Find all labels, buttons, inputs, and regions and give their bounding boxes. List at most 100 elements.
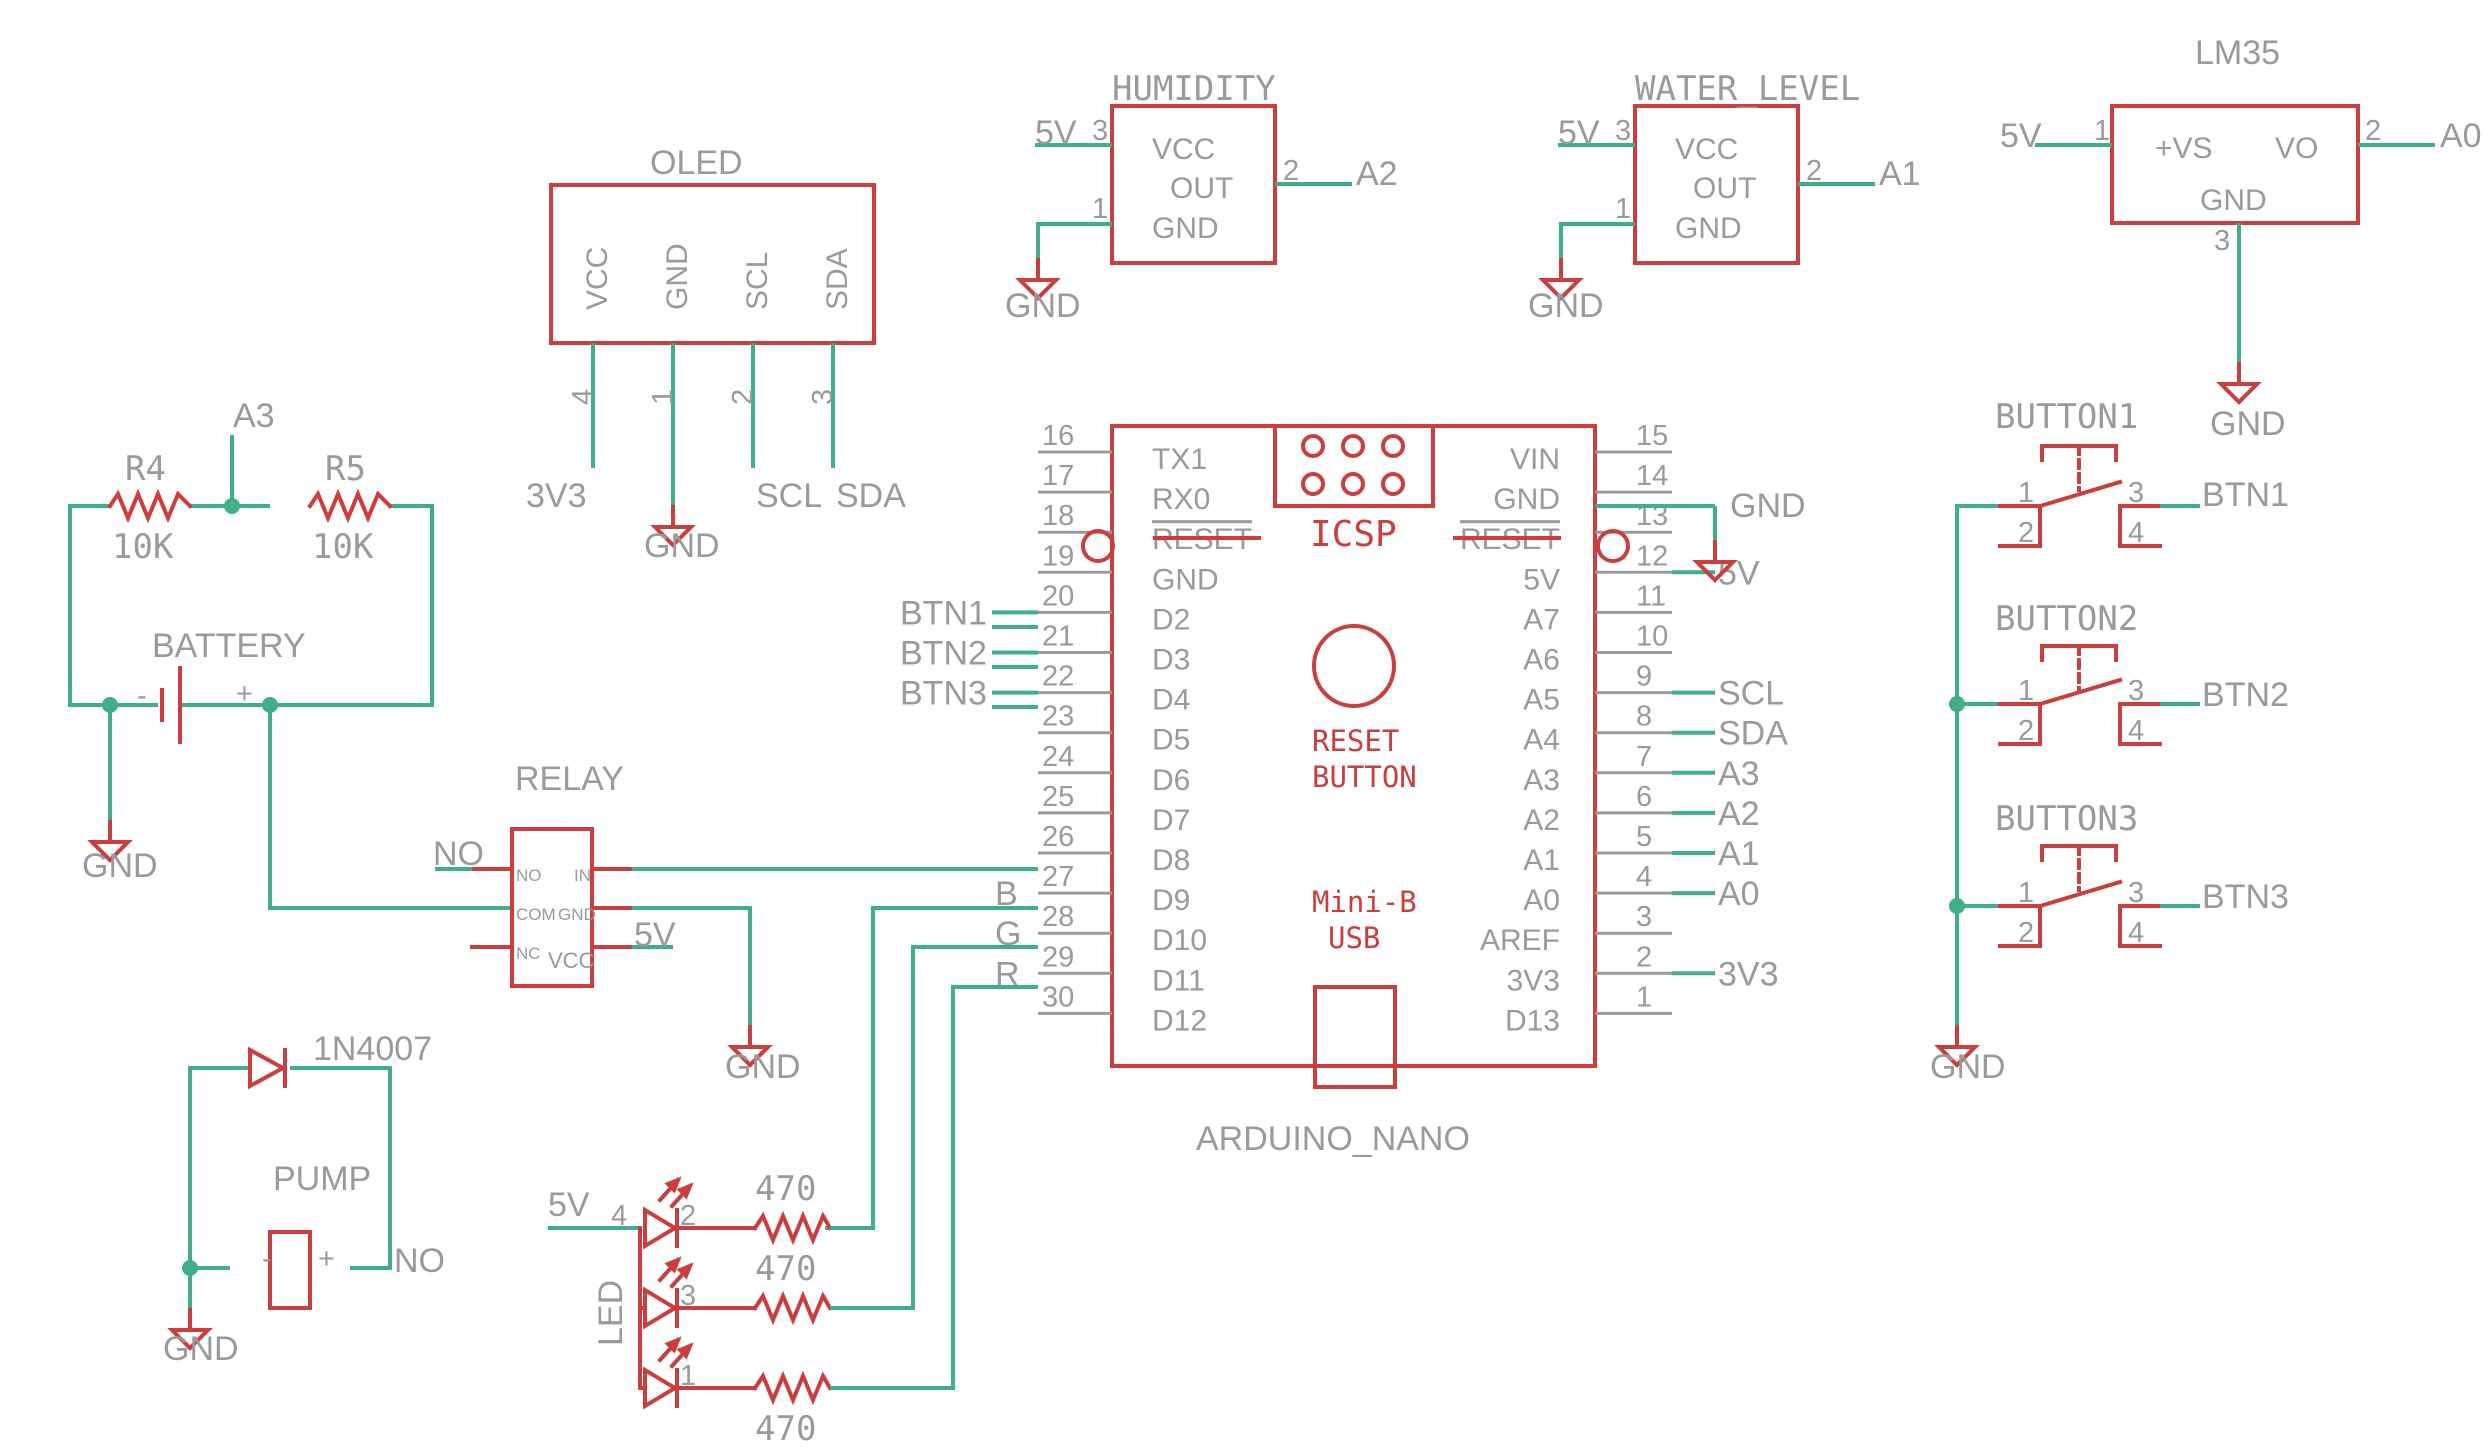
humidity-net-out: A2 <box>1356 155 1398 193</box>
nano-pin-label: D4 <box>1152 684 1190 717</box>
nano-pin-num: 3 <box>1636 901 1652 933</box>
water-pin-gnd: 1 <box>1615 193 1631 225</box>
lm35-sensor: LM35 +VS VO GND 1 2 3 5V A0 GND <box>2000 34 2482 443</box>
humidity-gnd-label: GND <box>1152 212 1219 245</box>
nano-pin-num: 21 <box>1042 621 1074 653</box>
nano-pin-num: 16 <box>1042 420 1074 452</box>
nano-pin-num: 30 <box>1042 981 1074 1013</box>
nano-pin-num: 6 <box>1636 781 1652 813</box>
lm35-net-vs: 5V <box>2000 117 2042 155</box>
r5-label: R5 <box>325 449 366 489</box>
nano-pin-num: 12 <box>1636 540 1668 572</box>
lm35-net-vo: A0 <box>2440 117 2482 155</box>
lm35-net-gnd: GND <box>2210 405 2286 443</box>
nano-pin-label: D7 <box>1152 804 1190 837</box>
oled-sda-label: SDA <box>821 248 854 310</box>
water-title: WATER_LEVEL <box>1635 69 1860 109</box>
lm35-gnd-label: GND <box>2200 184 2267 217</box>
nano-net-left: BTN3 <box>900 675 987 713</box>
button2-net: BTN2 <box>2202 676 2289 714</box>
reset-button-circle <box>1312 624 1396 708</box>
nano-pin-num: 1 <box>1636 981 1652 1013</box>
reset-label-1: RESET <box>1312 724 1399 758</box>
led-pin-2: 2 <box>680 1200 696 1232</box>
relay-nc-label: NC <box>516 944 541 963</box>
nano-pin-label: VIN <box>1510 443 1560 476</box>
pump-net-gnd: GND <box>163 1330 239 1368</box>
lm35-title: LM35 <box>2195 34 2280 72</box>
nano-pin-label: A6 <box>1523 644 1560 677</box>
nano-pin-label: A2 <box>1523 804 1560 837</box>
lm35-vs-label: +VS <box>2155 132 2213 165</box>
nano-pin-num: 7 <box>1636 741 1652 773</box>
led-res-value-2: 470 <box>755 1249 816 1289</box>
button1-pin4: 4 <box>2128 517 2144 549</box>
nano-pin-num: 24 <box>1042 741 1074 773</box>
button1: BUTTON1 1 2 3 4 BTN1 <box>1995 397 2289 549</box>
oled-vcc-label: VCC <box>581 247 614 310</box>
nano-pin-num: 19 <box>1042 540 1074 572</box>
humidity-sensor: HUMIDITY VCC OUT GND 3 2 1 5V A2 GND <box>1005 69 1398 325</box>
pump-title: PUMP <box>273 1160 371 1198</box>
r4-label: R4 <box>125 449 166 489</box>
relay-vcc-label: VCC <box>548 948 595 973</box>
led-resistor-2 <box>752 1290 833 1326</box>
battery-minus: - <box>137 680 147 712</box>
led-resistor-3 <box>752 1370 833 1406</box>
led-res-value-3: 470 <box>755 1409 816 1448</box>
battery-plus: + <box>236 678 253 710</box>
r4-value: 10K <box>112 527 174 567</box>
nano-pin-num: 5 <box>1636 821 1652 853</box>
humidity-out-label: OUT <box>1170 172 1233 205</box>
button1-pin3: 3 <box>2128 477 2144 509</box>
nano-title: ARDUINO_NANO <box>1196 1120 1470 1158</box>
relay-in-label: IN <box>574 866 591 885</box>
button2: BUTTON2 1 2 3 4 BTN2 <box>1995 599 2289 747</box>
water-pin-vcc: 3 <box>1615 115 1631 147</box>
icsp-header <box>1273 424 1435 508</box>
humidity-net-vcc: 5V <box>1035 114 1077 152</box>
nano-pin-label: A0 <box>1523 884 1560 917</box>
water-net-gnd: GND <box>1528 287 1604 325</box>
button3-pin1: 1 <box>2018 877 2034 909</box>
relay: RELAY NO COM NC IN GND VCC NO 5V GND <box>433 760 1038 1086</box>
relay-net-no: NO <box>433 835 484 873</box>
water-gnd-label: GND <box>1675 212 1742 245</box>
button2-pin1: 1 <box>2018 675 2034 707</box>
nano-pin-label: D5 <box>1152 724 1190 757</box>
oled-pin-4: 4 <box>567 389 599 405</box>
diode-label: 1N4007 <box>313 1030 432 1068</box>
nano-pin-num: 26 <box>1042 821 1074 853</box>
nano-pin-num: 11 <box>1636 580 1666 612</box>
nano-pin-label: GND <box>1493 483 1560 516</box>
led-pin-1: 1 <box>680 1360 696 1392</box>
button2-title: BUTTON2 <box>1995 599 2138 639</box>
nano-pin-num: 2 <box>1636 941 1652 973</box>
button3-net: BTN3 <box>2202 878 2289 916</box>
nano-net-gnd: GND <box>1730 487 1806 525</box>
nano-pin-num: 18 <box>1042 500 1074 532</box>
nano-pin-label: A3 <box>1523 764 1560 797</box>
nano-net-left: BTN2 <box>900 635 987 673</box>
led-blue-diode <box>643 1256 757 1330</box>
reset-label-2: BUTTON <box>1312 760 1417 794</box>
nano-pin-label: D12 <box>1152 1004 1207 1037</box>
led-pin-4: 4 <box>611 1200 627 1232</box>
nano-pin-label: 5V <box>1523 563 1560 596</box>
led-red-diode <box>643 1336 757 1410</box>
usb-label-2: USB <box>1328 921 1380 955</box>
nano-pin-num: 10 <box>1636 621 1668 653</box>
nano-pin-label: D13 <box>1505 1004 1560 1037</box>
nano-left-pins: 16TX117RX018RESET19GND20D2BTN121D3BTN222… <box>900 420 1252 1037</box>
nano-net-left: BTN1 <box>900 594 987 632</box>
led-res-value-1: 470 <box>755 1169 816 1209</box>
button1-net: BTN1 <box>2202 476 2289 514</box>
humidity-net-gnd: GND <box>1005 287 1081 325</box>
humidity-pin-gnd: 1 <box>1092 193 1108 225</box>
lm35-vo-label: VO <box>2275 132 2318 165</box>
water-vcc-label: VCC <box>1675 133 1738 166</box>
nano-pin-label: 3V3 <box>1507 964 1560 997</box>
usb-label-1: Mini-B <box>1312 885 1417 919</box>
